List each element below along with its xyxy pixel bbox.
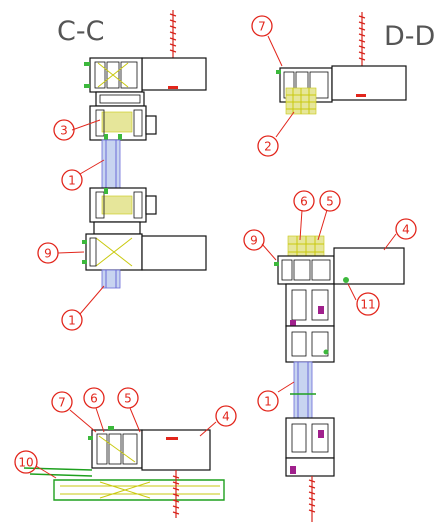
- dd-stack-profile-4: [285, 457, 335, 477]
- cc-sill-board: [53, 479, 225, 501]
- callout-label: 6: [90, 392, 98, 406]
- callout-label: 7: [258, 20, 266, 34]
- callout-circle: [356, 292, 380, 316]
- cc-lower-junction: [82, 233, 207, 289]
- cc-top-fixing: [168, 86, 178, 89]
- section-cc-title: C-C: [57, 16, 104, 47]
- callout-circle: [395, 218, 417, 240]
- callout-9-dd: 9: [243, 229, 265, 251]
- callout-circle: [257, 135, 279, 157]
- cc-sill-wall-reveal: [141, 429, 211, 471]
- callout-6-cc: 6: [83, 387, 105, 409]
- callout-circle: [117, 387, 139, 409]
- callout-5-dd: 5: [319, 190, 341, 212]
- callout-1-lower: 1: [61, 309, 83, 331]
- dd-stack-profile-1: [285, 283, 335, 327]
- callout-10: 10: [14, 450, 38, 474]
- cc-middle-transom: [89, 105, 157, 235]
- callout-9-cc: 9: [37, 242, 59, 264]
- callout-circle: [243, 229, 265, 251]
- callout-3: 3: [53, 119, 75, 141]
- callout-circle: [83, 387, 105, 409]
- cc-sill-junction: [23, 426, 225, 518]
- callout-label: 9: [44, 247, 52, 261]
- cc-top-wall-reveal: [141, 57, 207, 91]
- dd-stack-profile-2: [285, 325, 335, 363]
- callout-circle: [257, 390, 279, 412]
- callout-circle: [37, 242, 59, 264]
- leader-lines: [35, 35, 397, 479]
- callout-label: 4: [402, 223, 410, 237]
- callout-4-cc: 4: [215, 405, 237, 427]
- dd-top-junction: [276, 12, 407, 115]
- callout-label: 6: [300, 195, 308, 209]
- callout-1-upper: 1: [61, 169, 83, 191]
- cc-transom-insulation: [101, 111, 133, 133]
- callout-label: 5: [124, 392, 132, 406]
- callout-label: 4: [222, 410, 230, 424]
- dd-glass-pane: [293, 361, 313, 419]
- cc-top-frame-profile: [89, 57, 143, 93]
- callout-label: 3: [60, 124, 68, 138]
- cc-top-sash-profile: [95, 91, 145, 107]
- dd-top-wall-reveal: [331, 65, 407, 101]
- section-dd-title: D-D: [384, 21, 435, 52]
- callout-11: 11: [356, 292, 380, 316]
- callout-7-cc: 7: [51, 391, 73, 413]
- dd-side-junction: [274, 235, 405, 522]
- callout-4-dd: 4: [395, 218, 417, 240]
- callout-circle: [61, 309, 83, 331]
- cc-upper-glass-pane: [101, 139, 121, 189]
- cc-top-junction: [84, 10, 207, 107]
- callout-label: 10: [18, 456, 33, 470]
- dd-side-seal-11: [343, 277, 349, 283]
- callout-circle: [14, 450, 38, 474]
- callout-circle: [53, 119, 75, 141]
- callout-label: 11: [360, 298, 375, 312]
- callout-1-dd: 1: [257, 390, 279, 412]
- callout-label: 2: [264, 140, 272, 154]
- callout-label: 5: [326, 195, 334, 209]
- dd-stack-profile-3: [285, 417, 335, 459]
- callout-label: 7: [58, 396, 66, 410]
- cc-top-screw-thread: [169, 13, 177, 53]
- callout-label: 9: [250, 234, 258, 248]
- callout-label: 1: [68, 314, 76, 328]
- callout-label: 1: [264, 395, 272, 409]
- callout-circle: [215, 405, 237, 427]
- callout-circle: [51, 391, 73, 413]
- callout-6-dd: 6: [293, 190, 315, 212]
- cc-lower-glass-pane: [101, 269, 121, 289]
- callout-circle: [319, 190, 341, 212]
- callout-circle: [61, 169, 83, 191]
- callout-5-cc: 5: [117, 387, 139, 409]
- cc-lower-wall-reveal: [141, 235, 207, 271]
- callout-circle: [293, 190, 315, 212]
- callout-circle: [251, 15, 273, 37]
- callout-label: 1: [68, 174, 76, 188]
- callout-7-dd: 7: [251, 15, 273, 37]
- callout-2: 2: [257, 135, 279, 157]
